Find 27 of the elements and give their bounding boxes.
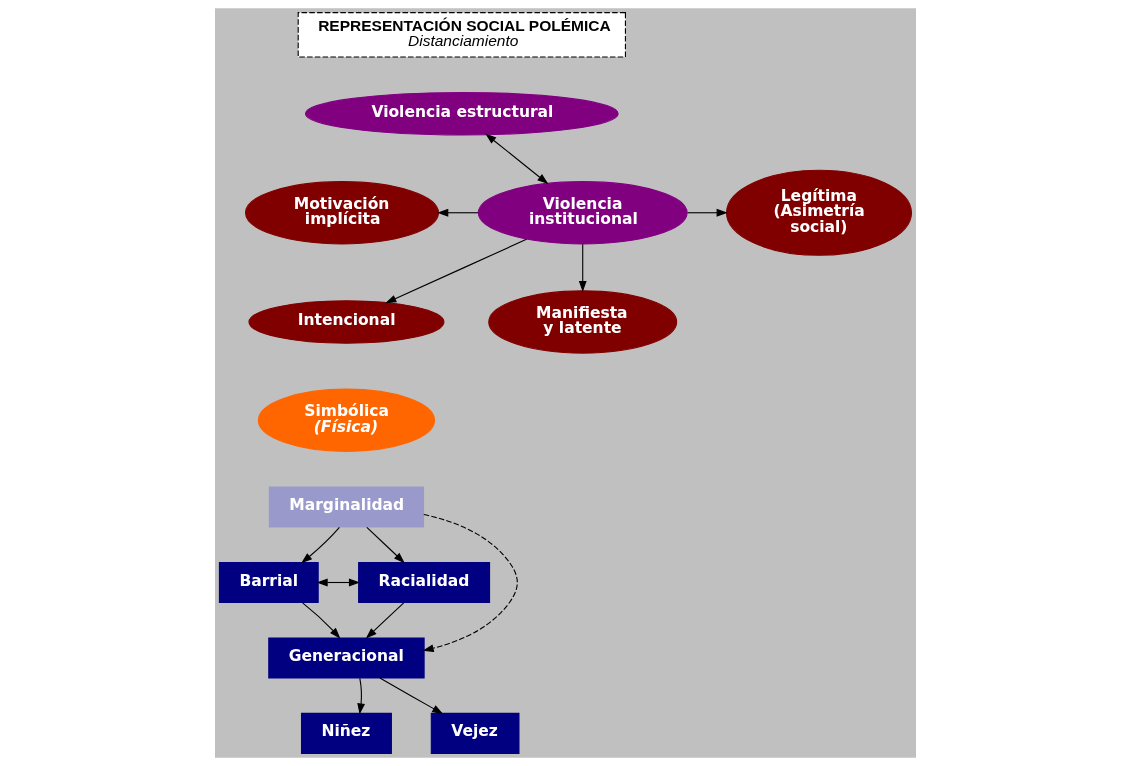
node-ellipse: Motivación implícita xyxy=(244,181,439,245)
node-box: Niñez xyxy=(300,712,392,754)
arrow xyxy=(316,578,360,587)
node-box: Racialidad xyxy=(357,561,490,604)
node-box: REPRESENTACIÓN SOCIAL POLÉMICA Distanciamiento xyxy=(297,12,626,58)
arrow xyxy=(578,243,587,293)
node-box: Generacional xyxy=(267,637,425,679)
node-ellipse: Simbólica (Física) xyxy=(257,388,435,452)
arrow xyxy=(484,133,548,185)
arrow xyxy=(365,526,405,564)
node-ellipse: Intencional xyxy=(247,300,444,344)
node-box: Vejez xyxy=(430,712,519,754)
arrow xyxy=(686,208,728,217)
node-ellipse: Manifiesta y latente xyxy=(487,290,677,354)
node-box: Marginalidad xyxy=(268,486,424,528)
arrow xyxy=(422,513,518,652)
arrow xyxy=(378,677,443,715)
node-ellipse: Violencia institucional xyxy=(477,181,688,245)
arrow xyxy=(356,677,365,715)
node-ellipse: Violencia estructural xyxy=(304,91,619,136)
arrow xyxy=(436,208,479,217)
arrow xyxy=(301,602,340,639)
arrow xyxy=(300,526,340,564)
node-ellipse: Legítima (Asimetría social) xyxy=(725,169,912,256)
arrow xyxy=(365,602,404,639)
arrow xyxy=(384,238,527,304)
node-box: Barrial xyxy=(218,561,319,604)
